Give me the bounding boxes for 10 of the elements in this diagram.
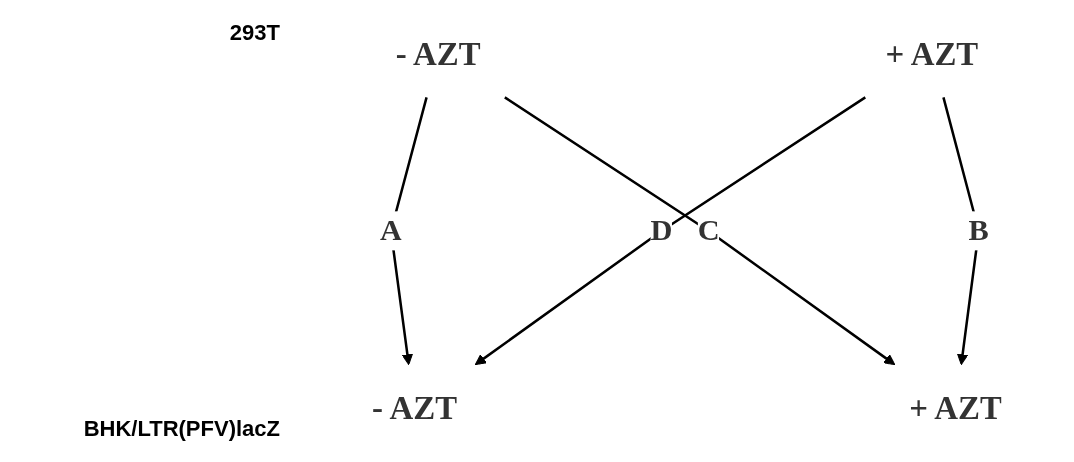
- node-text: + AZT: [909, 389, 1002, 427]
- row-label: BHK/LTR(PFV)lacZ: [83, 416, 280, 442]
- node-text: + AZT: [885, 35, 979, 73]
- edge-label: B: [968, 213, 989, 247]
- row-label: 293T: [229, 20, 280, 46]
- edge-label: D: [650, 213, 673, 247]
- edge-label: A: [379, 213, 402, 247]
- node-text: - AZT: [395, 35, 481, 73]
- edge-label: C: [697, 213, 720, 247]
- node-text: - AZT: [372, 389, 458, 427]
